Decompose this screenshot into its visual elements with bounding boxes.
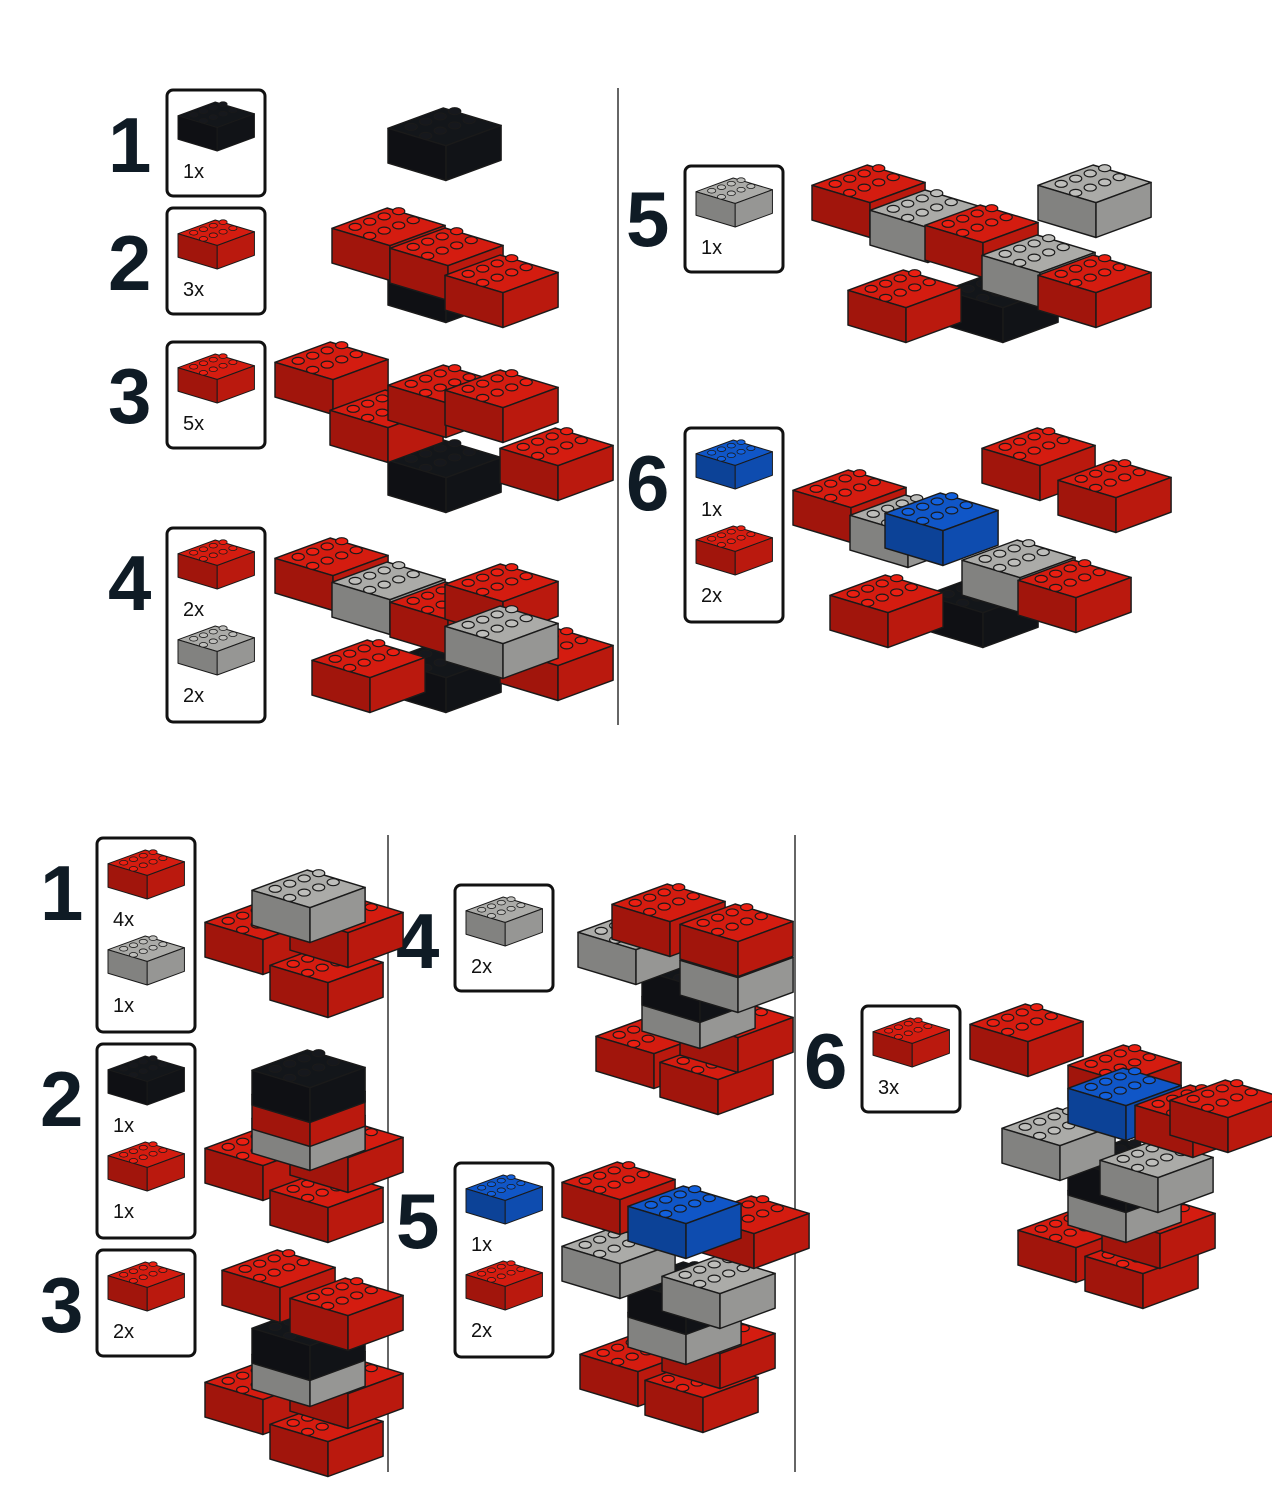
part-quantity: 2x bbox=[113, 1321, 134, 1343]
parts-callout: 2x bbox=[453, 883, 555, 993]
part-quantity: 2x bbox=[183, 685, 204, 707]
part-quantity: 2x bbox=[471, 1320, 492, 1342]
brick-red bbox=[1057, 459, 1172, 534]
brick-gray bbox=[444, 605, 559, 680]
assembly-step-2 bbox=[331, 207, 559, 329]
2x4-brick-icon bbox=[695, 525, 773, 576]
brick-black bbox=[387, 439, 502, 514]
2x4-brick-icon bbox=[107, 849, 185, 900]
assembly-bottom-step-1 bbox=[204, 869, 404, 1019]
brick-gray bbox=[251, 869, 366, 944]
2x4-brick-icon bbox=[177, 539, 255, 590]
brick-red bbox=[847, 269, 962, 344]
brick-black bbox=[387, 107, 502, 182]
part-quantity: 2x bbox=[183, 599, 204, 621]
part-quantity: 1x bbox=[471, 1234, 492, 1256]
2x4-brick-icon bbox=[177, 219, 255, 270]
brick-red bbox=[981, 427, 1096, 502]
part-quantity: 1x bbox=[113, 1115, 134, 1137]
2x4-brick-icon bbox=[695, 177, 773, 228]
assembly-step-4 bbox=[274, 537, 614, 714]
brick-red bbox=[829, 574, 944, 649]
2x4-brick-icon bbox=[465, 1260, 543, 1311]
part-quantity: 3x bbox=[183, 279, 204, 301]
step-number: 5 bbox=[626, 175, 669, 263]
brick-red bbox=[1169, 1079, 1272, 1154]
brick-gray bbox=[1037, 164, 1152, 239]
brick-red bbox=[969, 1003, 1084, 1078]
2x4-brick-icon bbox=[177, 625, 255, 676]
part-quantity: 1x bbox=[183, 161, 204, 183]
2x4-brick-icon bbox=[695, 439, 773, 490]
step-number: 6 bbox=[804, 1017, 847, 1105]
parts-callout: 2x bbox=[95, 1248, 197, 1358]
2x4-brick-icon bbox=[465, 1174, 543, 1225]
brick-red bbox=[1017, 559, 1132, 634]
brick-red bbox=[311, 639, 426, 714]
step-number: 5 bbox=[396, 1177, 439, 1265]
assembly-bottom-step-6 bbox=[969, 1003, 1272, 1310]
step-number: 4 bbox=[108, 539, 151, 627]
part-quantity: 1x bbox=[113, 995, 134, 1017]
brick-blue bbox=[627, 1185, 742, 1260]
part-quantity: 4x bbox=[113, 909, 134, 931]
parts-callout: 2x 2x bbox=[165, 526, 267, 724]
step-number: 3 bbox=[108, 352, 151, 440]
part-quantity: 2x bbox=[701, 585, 722, 607]
step-number: 2 bbox=[40, 1055, 83, 1143]
2x4-brick-icon bbox=[872, 1017, 950, 1068]
assembly-bottom-step-2 bbox=[204, 1049, 404, 1244]
2x4-brick-icon bbox=[107, 1141, 185, 1192]
brick-red bbox=[274, 341, 389, 416]
assembly-step-6 bbox=[792, 427, 1172, 649]
2x4-brick-icon bbox=[107, 1055, 185, 1106]
assembly-step-5 bbox=[811, 164, 1152, 344]
brick-red bbox=[499, 427, 614, 502]
brick-blue bbox=[884, 492, 999, 567]
part-quantity: 5x bbox=[183, 413, 204, 435]
assembly-bottom-step-5 bbox=[561, 1161, 810, 1434]
parts-callout: 3x bbox=[860, 1004, 962, 1114]
part-quantity: 2x bbox=[471, 956, 492, 978]
2x4-brick-icon bbox=[465, 896, 543, 947]
part-quantity: 1x bbox=[701, 499, 722, 521]
brick-red bbox=[1037, 254, 1152, 329]
2x4-brick-icon bbox=[107, 1261, 185, 1312]
assembly-step-1 bbox=[387, 107, 502, 182]
2x4-brick-icon bbox=[177, 353, 255, 404]
brick-red bbox=[444, 254, 559, 329]
parts-callout: 1x bbox=[683, 164, 785, 274]
brick-red bbox=[924, 204, 1039, 279]
step-number: 2 bbox=[108, 219, 151, 307]
assembly-bottom-step-4 bbox=[577, 883, 794, 1116]
parts-callout: 1x 2x bbox=[683, 426, 785, 624]
brick-red bbox=[289, 1277, 404, 1352]
part-quantity: 1x bbox=[113, 1201, 134, 1223]
step-number: 1 bbox=[40, 849, 83, 937]
parts-callout: 1x 1x bbox=[95, 1042, 197, 1240]
parts-callout: 4x 1x bbox=[95, 836, 197, 1034]
part-quantity: 1x bbox=[701, 237, 722, 259]
step-number: 1 bbox=[108, 101, 151, 189]
part-quantity: 3x bbox=[878, 1077, 899, 1099]
assembly-bottom-step-3 bbox=[204, 1249, 404, 1478]
2x4-brick-icon bbox=[177, 101, 255, 152]
parts-callout: 3x bbox=[165, 206, 267, 316]
parts-callout: 5x bbox=[165, 340, 267, 450]
parts-callout: 1x bbox=[165, 88, 267, 198]
parts-callout: 1x 2x bbox=[453, 1161, 555, 1359]
brick-red bbox=[679, 903, 794, 978]
2x4-brick-icon bbox=[107, 935, 185, 986]
brick-black bbox=[251, 1049, 366, 1124]
step-number: 3 bbox=[40, 1261, 83, 1349]
brick-red bbox=[444, 369, 559, 444]
step-number: 6 bbox=[626, 439, 669, 527]
assembly-step-3 bbox=[274, 341, 614, 514]
